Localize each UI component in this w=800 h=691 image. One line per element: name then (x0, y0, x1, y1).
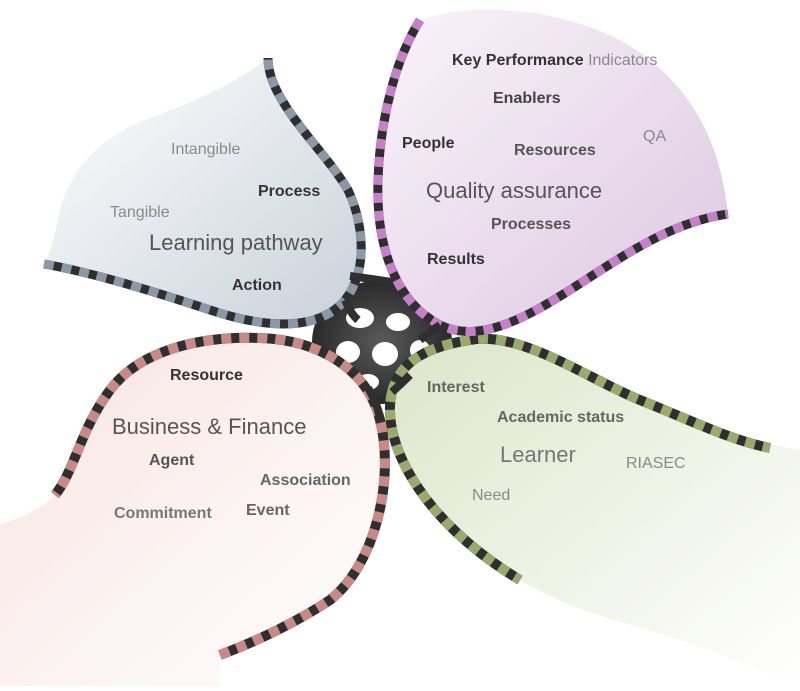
petal-title-business-finance: Business & Finance (112, 414, 307, 439)
petal-learning-pathway-shape (44, 58, 362, 324)
term-interest: Interest (427, 379, 485, 396)
term-results: Results (427, 251, 485, 268)
term-process: Process (258, 183, 321, 200)
petal-title-learning-pathway: Learning pathway (149, 230, 323, 255)
petal-learning-pathway (43, 57, 366, 329)
petal-learner-stripe-color (384, 333, 771, 585)
term-people: People (402, 135, 455, 152)
term-agent: Agent (149, 452, 195, 469)
term-association: Association (260, 472, 351, 489)
petal-business-finance-shape (0, 337, 385, 686)
petal-title-learner: Learner (500, 442, 576, 467)
petal-learning-pathway-stripe-dark (43, 57, 366, 329)
term-event: Event (246, 502, 290, 519)
term-qa: QA (643, 128, 667, 145)
hub-connectors (341, 272, 443, 421)
term-action: Action (232, 277, 282, 294)
petal-learner (384, 333, 800, 686)
term-resources: Resources (514, 142, 596, 159)
petal-business-finance (0, 332, 390, 686)
term-need: Need (472, 487, 511, 504)
term-academic-status: Academic status (497, 409, 625, 426)
term-key-performance-indicators: Key Performance Indicators (452, 52, 658, 69)
term-intangible: Intangible (171, 141, 241, 158)
petal-title-quality-assurance: Quality assurance (426, 178, 603, 203)
petal-quality-assurance-shape (377, 9, 728, 332)
term-enablers: Enablers (493, 90, 561, 107)
term-resource: Resource (170, 367, 243, 384)
term-processes: Processes (491, 216, 572, 233)
petal-business-finance-stripe-color (50, 332, 390, 660)
term-commitment: Commitment (114, 505, 212, 522)
term-riasec: RIASEC (626, 455, 686, 472)
term-tangible: Tangible (110, 204, 170, 221)
